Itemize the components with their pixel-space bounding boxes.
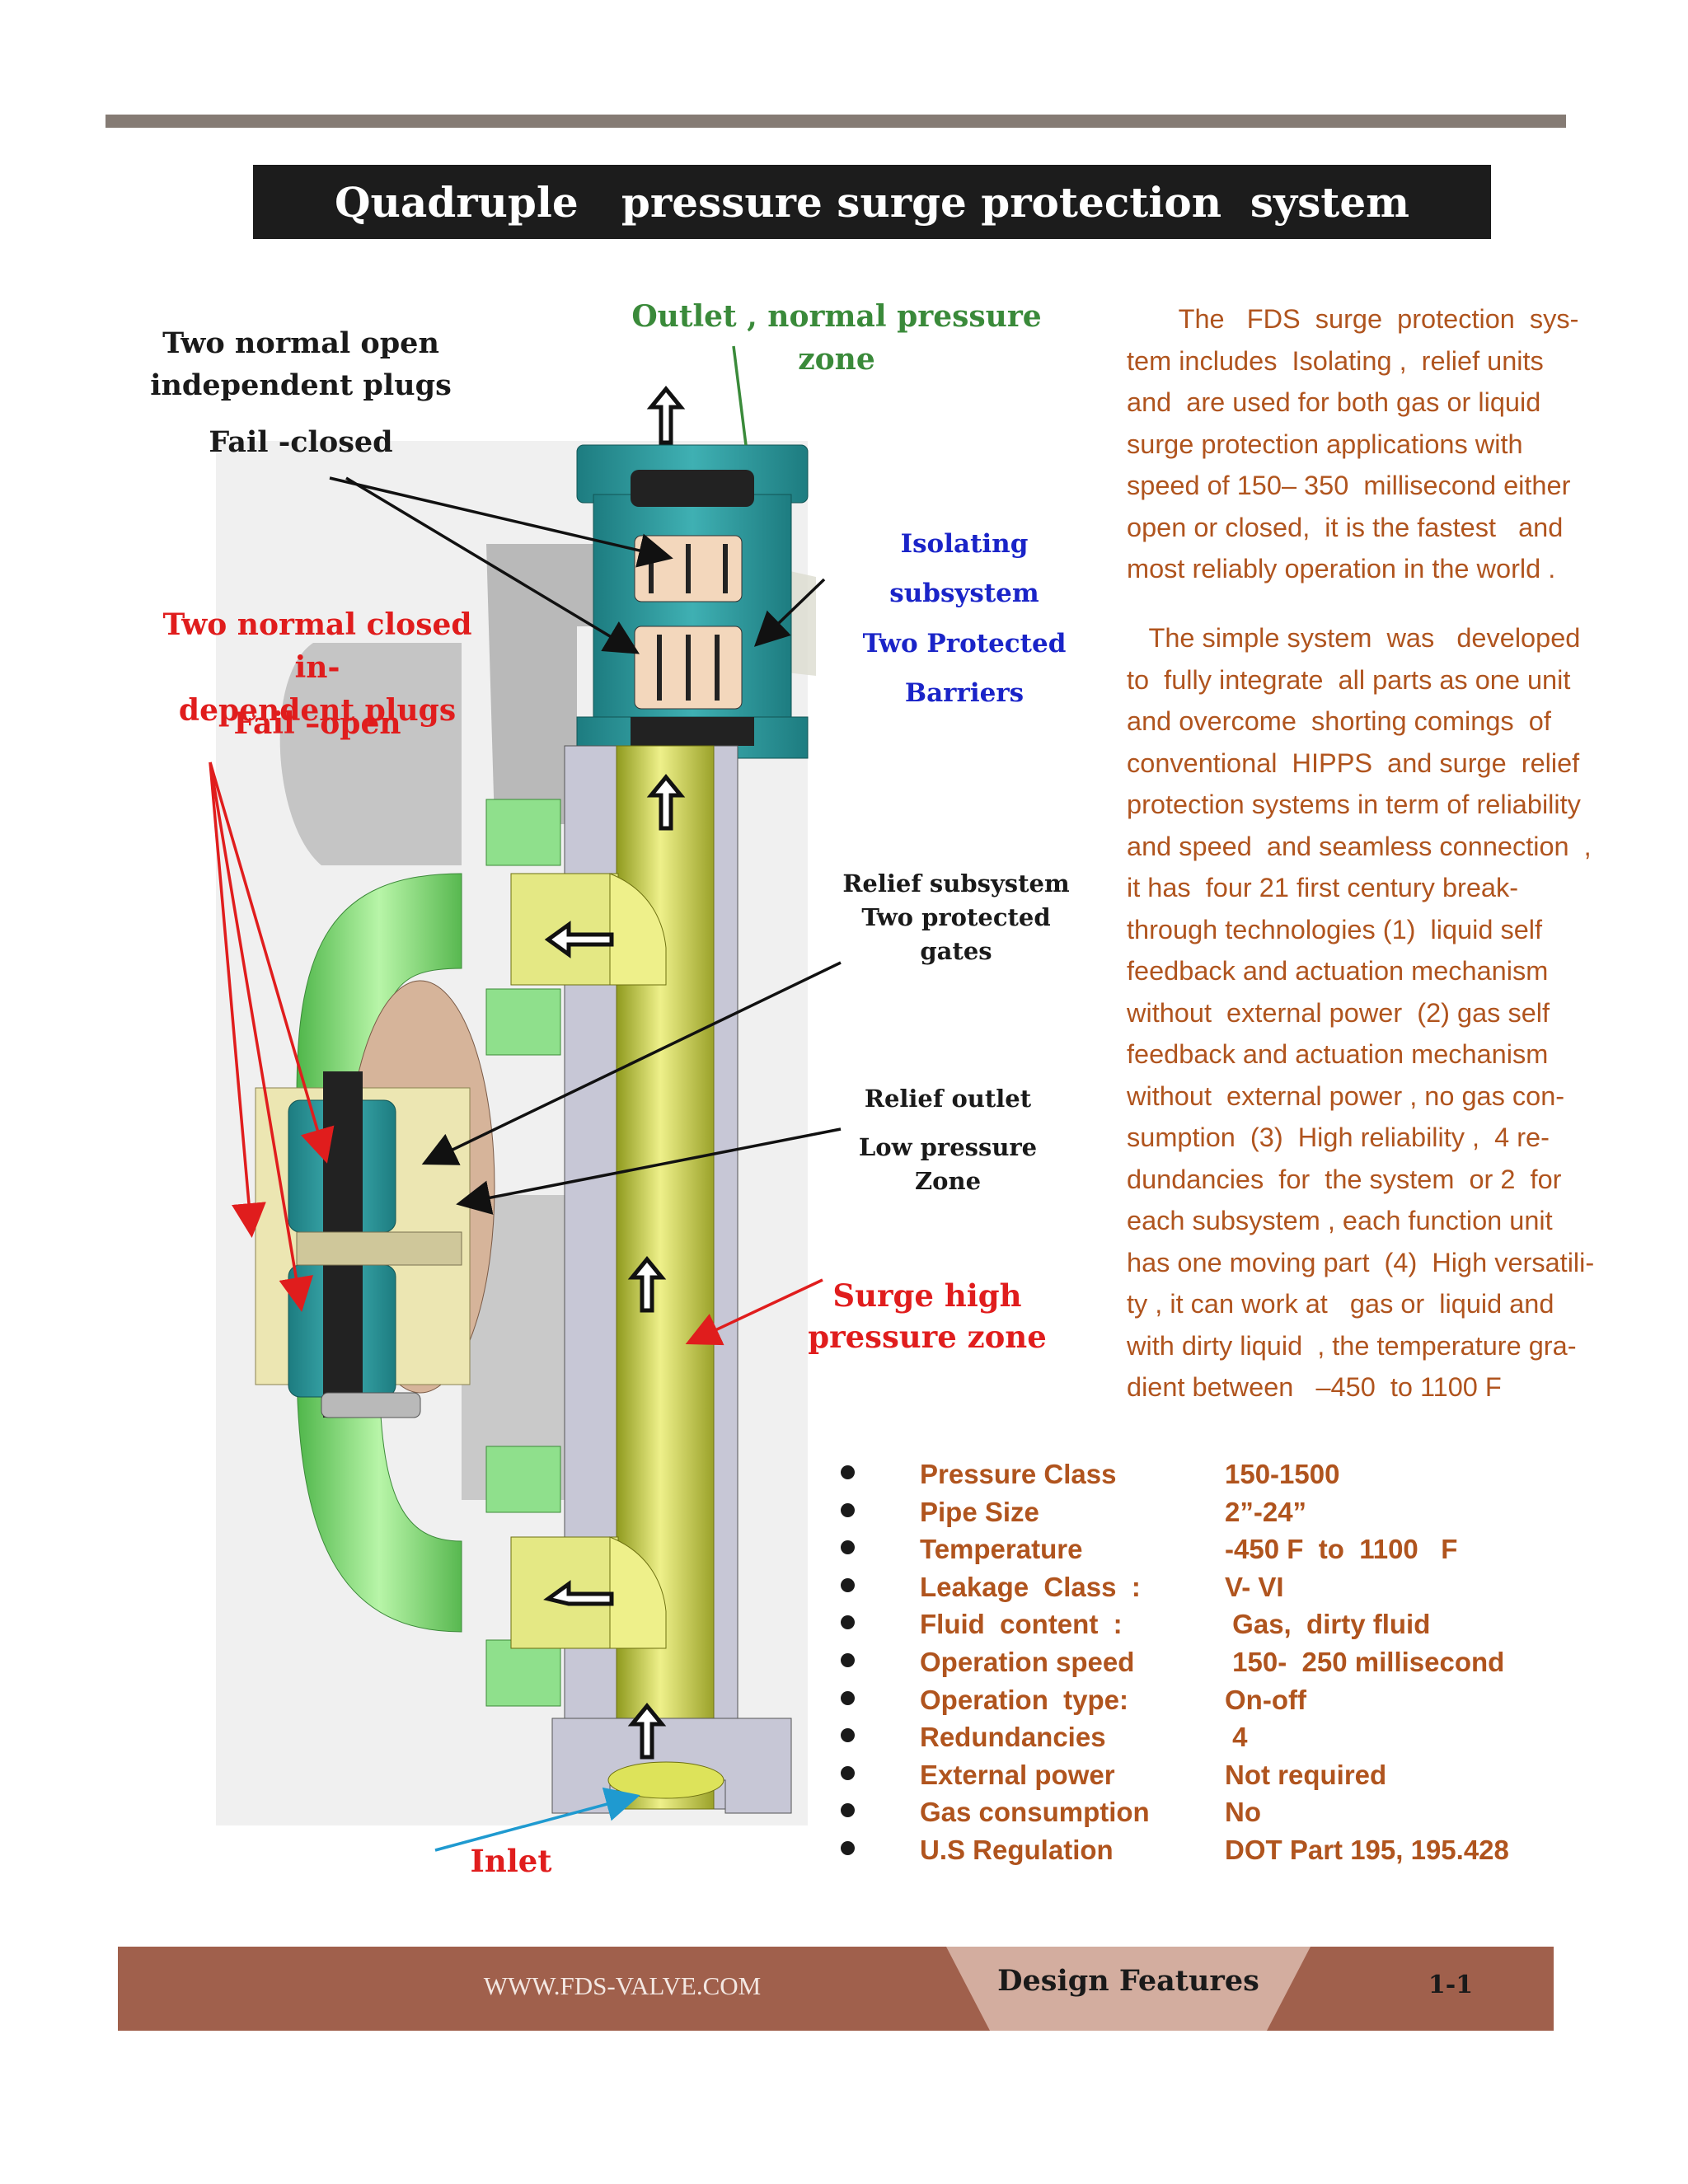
label-inlet: Inlet xyxy=(470,1843,552,1879)
spec-row: Fluid content : Gas, dirty fluid xyxy=(841,1609,1632,1647)
bullet-icon xyxy=(841,1765,855,1780)
footer-section-title: Design Features xyxy=(997,1964,1259,1998)
label-isolating-subsystem: Isolating subsystem Two Protected Barrie… xyxy=(862,529,1067,709)
label-normal-open-plugs: Two normal open independent plugs xyxy=(150,326,452,402)
label-relief-subsystem: Relief subsystem Two protected gates xyxy=(842,869,1070,966)
arrow-left-icon xyxy=(543,1580,614,1606)
bullet-icon xyxy=(841,1652,855,1667)
arrow-up-icon xyxy=(646,774,686,831)
bullet-icon xyxy=(841,1690,855,1705)
bullet-icon xyxy=(841,1615,855,1630)
bullet-icon xyxy=(841,1577,855,1592)
bullet-icon xyxy=(841,1502,855,1517)
bullet-icon xyxy=(841,1465,855,1479)
spec-row: Operation speed 150- 250 millisecond xyxy=(841,1647,1632,1685)
bullet-icon xyxy=(841,1540,855,1555)
bullet-icon xyxy=(841,1840,855,1855)
footer-url-link[interactable]: WWW.FDS-VALVE.COM xyxy=(483,1971,762,2000)
page-number: 1-1 xyxy=(1428,1971,1474,1999)
bullet-icon xyxy=(841,1803,855,1818)
arrow-up-icon xyxy=(627,1703,667,1760)
page-title: Quadruple pressure surge protection syst… xyxy=(253,165,1491,239)
label-relief-outlet: Relief outlet xyxy=(864,1085,1032,1113)
arrow-left-icon xyxy=(544,921,614,958)
description-paragraph-1: The FDS surge protection sys- tem includ… xyxy=(1127,304,1579,583)
footer-section-tab xyxy=(946,1947,1311,2031)
relief-valve-body xyxy=(255,980,495,1418)
arrow-up-icon xyxy=(627,1256,667,1313)
label-fail-open: Fail –open xyxy=(233,706,401,741)
spec-row: Leakage Class :V- VI xyxy=(841,1572,1632,1610)
label-normal-closed-plugs: Two normal closed in- dependent plugs xyxy=(162,607,472,729)
spec-row: Temperature-450 F to 1100 F xyxy=(841,1534,1632,1572)
flow-arrows xyxy=(543,386,686,1760)
spec-row: Operation type:On-off xyxy=(841,1685,1632,1722)
arrow-up-icon xyxy=(646,386,686,445)
label-fail-closed: Fail -closed xyxy=(209,425,393,459)
bullet-icon xyxy=(841,1728,855,1743)
spec-row: Redundancies 4 xyxy=(841,1722,1632,1760)
isolating-valve-body xyxy=(576,444,809,759)
footer-bar xyxy=(118,1947,1554,2031)
label-surge-zone: Surge high pressure zone xyxy=(808,1277,1047,1355)
bypass-loop xyxy=(296,799,667,1707)
callout-lines xyxy=(209,345,842,1852)
description-paragraph-2: The simple system was developed to fully… xyxy=(1127,623,1595,1402)
label-low-pressure-zone: Low pressure Zone xyxy=(858,1133,1038,1196)
top-rule xyxy=(106,115,1566,128)
label-outlet: Outlet , normal pressure zone xyxy=(631,299,1042,377)
